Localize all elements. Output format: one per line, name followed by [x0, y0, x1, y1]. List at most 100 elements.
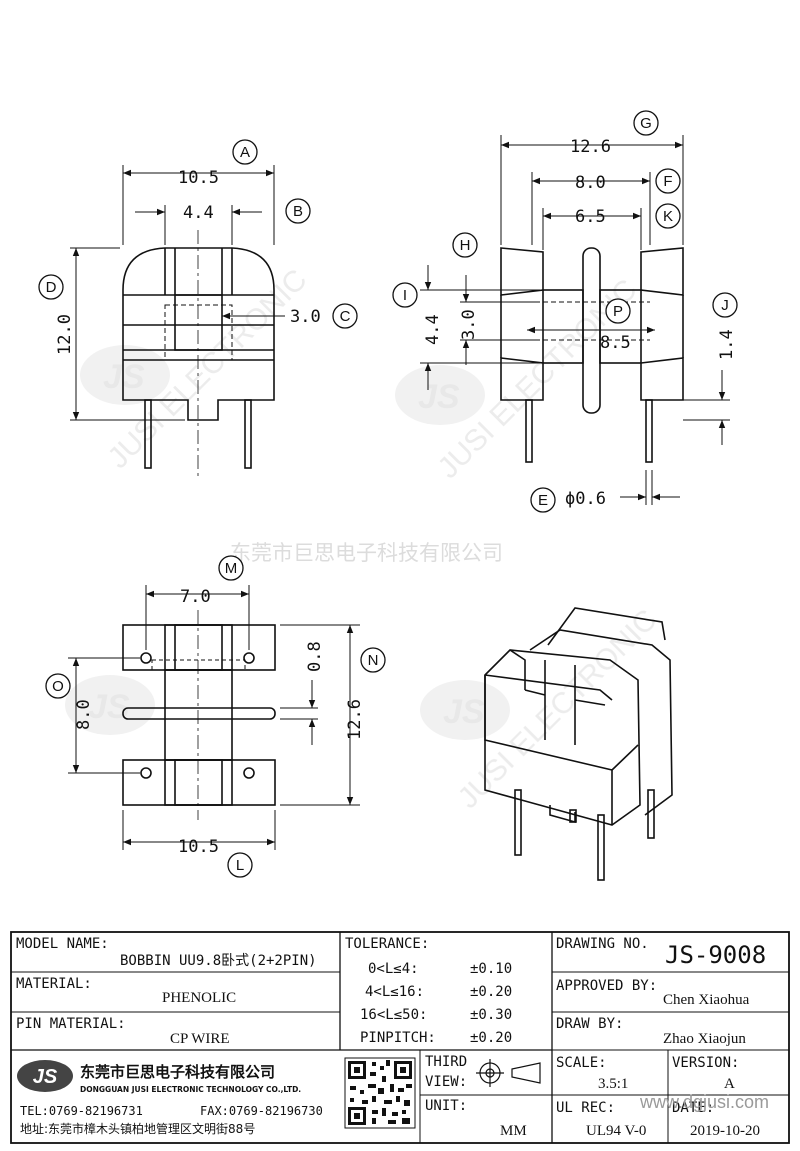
unit-value: MM — [500, 1123, 527, 1139]
front-labels: 10.5 4.4 3.0 12.0 — [55, 168, 321, 355]
material-value: PHENOLIC — [162, 990, 236, 1006]
dim-C-value: 3.0 — [290, 307, 321, 327]
material-label: MATERIAL: — [16, 976, 92, 992]
approved-by-value: Chen Xiaohua — [663, 992, 750, 1008]
svg-text:K: K — [663, 208, 673, 225]
date-label: DATE: — [672, 1100, 714, 1116]
bubble-N: N — [360, 647, 386, 673]
company-fax: FAX:0769-82196730 — [200, 1104, 323, 1118]
dim-E-value: ϕ0.6 — [565, 489, 606, 509]
dim-N-value: 12.6 — [345, 699, 365, 740]
bubble-P: P — [605, 298, 631, 324]
tolerance-range-4: PINPITCH: — [360, 1030, 436, 1046]
tolerance-range-2: 4<L≤16: — [365, 984, 424, 1000]
bubble-C: C — [332, 303, 358, 329]
svg-text:E: E — [538, 492, 548, 509]
dim-pin-gap-value: 0.8 — [305, 641, 325, 672]
side-dimensions — [420, 135, 730, 505]
version-value: A — [724, 1076, 735, 1092]
svg-text:G: G — [640, 115, 652, 132]
bottom-dimensions — [68, 585, 360, 850]
dim-K-value: 6.5 — [575, 207, 606, 227]
bubble-F: F — [655, 168, 681, 194]
pin-material-label: PIN MATERIAL: — [16, 1016, 126, 1032]
svg-text:L: L — [236, 857, 244, 874]
svg-text:JS: JS — [443, 693, 485, 731]
svg-text:B: B — [293, 203, 303, 220]
front-view — [122, 230, 275, 480]
tolerance-value-2: ±0.20 — [470, 984, 512, 1000]
bubble-H: H — [452, 232, 478, 258]
title-block — [10, 931, 790, 1144]
dim-O-value: 8.0 — [74, 699, 94, 730]
svg-text:J: J — [721, 297, 729, 314]
watermark-logo-2: JS — [395, 365, 485, 425]
company-tel: TEL:0769-82196731 — [20, 1104, 143, 1118]
dim-F-value: 8.0 — [575, 173, 606, 193]
svg-text:JS: JS — [88, 688, 130, 726]
bubble-M: M — [218, 555, 244, 581]
svg-text:I: I — [403, 287, 407, 304]
third-view-label-2: VIEW: — [425, 1074, 467, 1090]
third-angle-projection-icon — [476, 1059, 541, 1087]
tolerance-range-3: 16<L≤50: — [360, 1007, 427, 1023]
draw-by-label: DRAW BY: — [556, 1016, 623, 1032]
bubble-A: A — [232, 139, 258, 165]
model-name-value: BOBBIN UU9.8卧式(2+2PIN) — [120, 953, 317, 969]
dim-D-value: 12.0 — [55, 314, 75, 355]
side-view — [500, 247, 684, 463]
scale-label: SCALE: — [556, 1055, 607, 1071]
title-block-text: MODEL NAME: BOBBIN UU9.8卧式(2+2PIN) MATER… — [16, 936, 769, 1139]
ul-rec-value: UL94 V-0 — [586, 1123, 646, 1139]
watermark-company: 东莞市巨思电子科技有限公司 — [230, 542, 503, 565]
dim-G-value: 12.6 — [570, 137, 611, 157]
isometric-view — [484, 607, 673, 881]
ul-rec-label: UL REC: — [556, 1100, 615, 1116]
svg-text:N: N — [368, 652, 379, 669]
drawing-no-value: JS-9008 — [665, 941, 766, 969]
scale-value: 3.5:1 — [598, 1076, 628, 1092]
bubble-G: G — [633, 110, 659, 136]
dim-A-value: 10.5 — [178, 168, 219, 188]
dim-P-value: 8.5 — [600, 333, 631, 353]
watermark-logo-4: JS — [420, 680, 510, 740]
dim-B-value: 4.4 — [183, 203, 214, 223]
svg-text:D: D — [46, 279, 57, 296]
company-logo: JS — [17, 1060, 73, 1092]
bubble-D: D — [38, 274, 64, 300]
dim-M-value: 7.0 — [180, 587, 211, 607]
pin-material-value: CP WIRE — [170, 1031, 230, 1047]
dim-H-value: 3.0 — [459, 309, 479, 340]
company-address: 地址:东莞市樟木头镇柏地管理区文明街88号 — [20, 1121, 255, 1136]
date-value: 2019-10-20 — [690, 1123, 760, 1139]
dim-J-value: 1.4 — [717, 329, 737, 360]
bubble-K: K — [655, 203, 681, 229]
tolerance-value-1: ±0.10 — [470, 961, 512, 977]
svg-text:H: H — [460, 237, 471, 254]
svg-text:C: C — [340, 308, 351, 325]
tolerance-range-1: 0<L≤4: — [368, 961, 419, 977]
svg-text:O: O — [52, 678, 64, 695]
side-labels: 12.6 8.0 6.5 4.4 3.0 8.5 1.4 ϕ0.6 — [423, 137, 737, 509]
bubble-I: I — [392, 282, 418, 308]
svg-text:F: F — [663, 173, 672, 190]
tolerance-value-4: ±0.20 — [470, 1030, 512, 1046]
bottom-view — [122, 610, 276, 820]
bubble-E: E — [530, 487, 556, 513]
svg-text:A: A — [240, 144, 250, 161]
svg-text:M: M — [225, 560, 238, 577]
tolerance-label: TOLERANCE: — [345, 936, 429, 952]
model-name-label: MODEL NAME: — [16, 936, 109, 952]
company-name-en: DONGGUAN JUSI ELECTRONIC TECHNOLOGY CO.,… — [80, 1085, 301, 1094]
dim-I-value: 4.4 — [423, 314, 443, 345]
watermark-logo-3: JS — [65, 675, 155, 735]
draw-by-value: Zhao Xiaojun — [663, 1031, 746, 1047]
third-view-label-1: THIRD — [425, 1054, 467, 1070]
front-dimensions — [70, 165, 285, 421]
bubble-J: J — [712, 292, 738, 318]
tolerance-value-3: ±0.30 — [470, 1007, 512, 1023]
svg-text:JS: JS — [103, 358, 145, 396]
svg-text:JS: JS — [33, 1066, 58, 1088]
